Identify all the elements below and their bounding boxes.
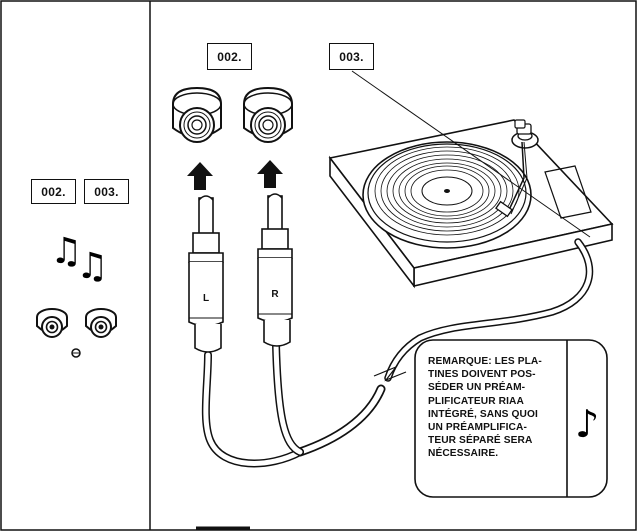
rca-plug-right bbox=[257, 193, 293, 347]
rca-socket-right bbox=[243, 86, 293, 143]
note-text: REMARQUE: LES PLA- TINES DOIVENT POS- SÉ… bbox=[428, 355, 561, 461]
top-label-003: 003. bbox=[329, 43, 374, 70]
leader-line-003 bbox=[351, 70, 591, 238]
rca-socket-left bbox=[172, 86, 222, 143]
sidebar-jack-pair-icon bbox=[36, 308, 117, 358]
merged-cable bbox=[295, 384, 386, 457]
note-line: INTÉGRÉ, SANS QUOI bbox=[428, 408, 538, 420]
music-notes-icon-upper: ♫ bbox=[50, 231, 83, 272]
rca-plug-left bbox=[188, 195, 224, 353]
note-line: NÉCESSAIRE. bbox=[428, 448, 499, 460]
note-box bbox=[414, 339, 608, 498]
note-line: UN PRÉAMPLIFICA- bbox=[428, 422, 527, 434]
note-line: TINES DOIVENT POS- bbox=[428, 369, 536, 381]
cable-left bbox=[201, 351, 304, 468]
turntable-illustration bbox=[328, 119, 614, 289]
note-line: TEUR SÉPARÉ SERA bbox=[428, 435, 533, 447]
sidebar-label-003: 003. bbox=[84, 179, 129, 204]
music-notes-icon-lower: ♫ bbox=[76, 246, 109, 287]
plug-label-r: R bbox=[271, 289, 279, 300]
cable-break-mark bbox=[373, 365, 407, 382]
sidebar-label-002: 002. bbox=[31, 179, 76, 204]
top-label-002: 002. bbox=[207, 43, 252, 70]
note-line: REMARQUE: LES PLA- bbox=[428, 356, 542, 367]
music-note-icon: ♪ bbox=[575, 402, 600, 446]
plug-label-l: L bbox=[203, 293, 209, 304]
note-line: PLIFICATEUR RIAA bbox=[428, 395, 524, 407]
arrow-up-icon-right bbox=[257, 160, 283, 188]
arrow-up-icon-left bbox=[187, 162, 213, 190]
note-line: SÉDER UN PRÉAM- bbox=[428, 382, 526, 394]
